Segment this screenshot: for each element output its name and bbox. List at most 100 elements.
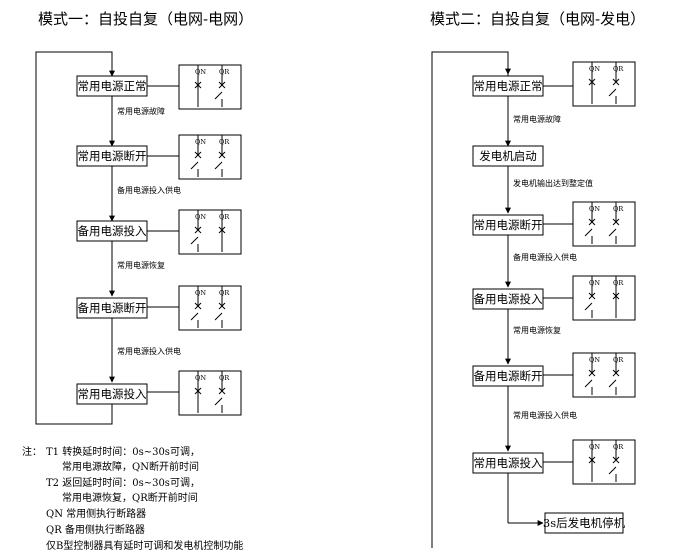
state-label: 常用电源正常 bbox=[78, 79, 147, 93]
switch-frame bbox=[572, 352, 636, 398]
qn-switch: QN bbox=[584, 202, 600, 244]
qr-switch: QR bbox=[608, 353, 624, 395]
state-box: 常用电源断开 bbox=[472, 214, 544, 236]
transition-label: 常用电源投入供电 bbox=[117, 346, 181, 356]
switch-panel: QN QR bbox=[572, 352, 636, 398]
switch-frame bbox=[178, 370, 242, 416]
state-label: 备用电源断开 bbox=[78, 301, 147, 315]
qn-switch: QN bbox=[190, 286, 206, 328]
state-box: 备用电源投入 bbox=[76, 220, 148, 242]
notes-block: 注： T1 转换延时时间：0s~30s可调， 常用电源故障，QN断开前时间 T2… bbox=[22, 445, 243, 552]
transition-label: 备用电源投入供电 bbox=[117, 185, 181, 195]
switch-frame bbox=[178, 64, 242, 110]
qn-label: QN bbox=[589, 443, 600, 451]
qr-switch: QR bbox=[608, 202, 624, 244]
switch-panel: QN QR bbox=[178, 370, 242, 416]
switch-panel: QN QR bbox=[572, 439, 636, 485]
switch-panel: QN QR bbox=[178, 134, 242, 180]
state-label: 备用电源投入 bbox=[474, 292, 543, 306]
qr-label: QR bbox=[613, 65, 624, 73]
switch-panel: QN QR bbox=[178, 285, 242, 331]
state-label: 备用电源投入 bbox=[78, 224, 147, 238]
stop-label: 3s后发电机停机 bbox=[543, 516, 626, 530]
qr-label: QR bbox=[613, 356, 624, 364]
switch-frame bbox=[178, 285, 242, 331]
state-box: 备用电源断开 bbox=[76, 297, 148, 319]
switch-panel: QN QR bbox=[178, 209, 242, 255]
qr-switch: QR bbox=[214, 65, 230, 107]
transition-label: 发电机输出达到整定值 bbox=[513, 178, 593, 188]
qn-switch: QN bbox=[584, 276, 600, 318]
state-box: 常用电源投入 bbox=[472, 452, 544, 474]
switch-frame bbox=[572, 201, 636, 247]
state-box: 常用电源正常 bbox=[76, 75, 148, 97]
note-line: QN 常用侧执行断路器 bbox=[46, 507, 146, 520]
switch-frame bbox=[572, 275, 636, 321]
mode-two-title: 模式二：自投自复（电网-发电） bbox=[430, 10, 645, 28]
qr-switch: QR bbox=[214, 371, 230, 413]
state-label: 常用电源投入 bbox=[474, 456, 543, 470]
qr-switch: QR bbox=[608, 62, 624, 104]
qr-label: QR bbox=[613, 205, 624, 213]
transition-label: 常用电源恢复 bbox=[117, 260, 165, 270]
qr-switch: QR bbox=[214, 286, 230, 328]
transition-label: 备用电源投入供电 bbox=[513, 252, 577, 262]
state-label: 发电机启动 bbox=[479, 149, 537, 163]
qn-label: QN bbox=[195, 68, 206, 76]
transition-label: 常用电源恢复 bbox=[513, 325, 561, 335]
state-label: 备用电源断开 bbox=[474, 369, 543, 383]
qn-label: QN bbox=[195, 138, 206, 146]
state-box: 备用电源断开 bbox=[472, 365, 544, 387]
generator-start-box: 发电机启动 bbox=[472, 145, 544, 167]
qn-switch: QN bbox=[584, 353, 600, 395]
state-box: 常用电源断开 bbox=[76, 145, 148, 167]
switch-frame bbox=[572, 439, 636, 485]
qr-switch: QR bbox=[218, 210, 230, 252]
mode-one-flow bbox=[35, 51, 179, 425]
note-line: QR 备用侧执行断路器 bbox=[46, 523, 145, 536]
state-label: 常用电源断开 bbox=[474, 218, 543, 232]
qn-label: QN bbox=[195, 213, 206, 221]
note-line: 仅B型控制器具有延时可调和发电机控制功能 bbox=[46, 539, 243, 552]
qn-label: QN bbox=[589, 205, 600, 213]
qr-label: QR bbox=[219, 289, 230, 297]
state-box: 常用电源投入 bbox=[76, 383, 148, 405]
transition-label: 常用电源故障 bbox=[117, 106, 165, 116]
state-label: 常用电源正常 bbox=[474, 79, 543, 93]
generator-stop-box: 3s后发电机停机 bbox=[543, 512, 626, 534]
qn-switch: QN bbox=[194, 65, 206, 107]
switch-panel: QN QR bbox=[572, 275, 636, 321]
mode-one-title: 模式一：自投自复（电网-电网） bbox=[38, 10, 253, 28]
qr-label: QR bbox=[219, 213, 230, 221]
qn-switch: QN bbox=[588, 62, 600, 104]
switch-panel: QN QR bbox=[572, 201, 636, 247]
note-line: 常用电源恢复，QR断开前时间 bbox=[62, 491, 198, 504]
qn-label: QN bbox=[589, 65, 600, 73]
transition-label: 常用电源投入供电 bbox=[513, 410, 577, 420]
note-line: T1 转换延时时间：0s~30s可调， bbox=[46, 445, 200, 458]
qr-label: QR bbox=[613, 279, 624, 287]
switch-panel: QN QR bbox=[572, 61, 636, 107]
qn-label: QN bbox=[195, 374, 206, 382]
qn-switch: QN bbox=[190, 210, 206, 252]
qr-label: QR bbox=[613, 443, 624, 451]
state-box: 备用电源投入 bbox=[472, 288, 544, 310]
qn-switch: QN bbox=[194, 371, 206, 413]
note-line: 常用电源故障，QN断开前时间 bbox=[62, 460, 199, 473]
qr-label: QR bbox=[219, 138, 230, 146]
qr-label: QR bbox=[219, 68, 230, 76]
notes-prefix: 注： bbox=[22, 445, 42, 458]
switch-panel: QN QR bbox=[178, 64, 242, 110]
qr-switch: QR bbox=[612, 276, 624, 318]
switch-frame bbox=[178, 134, 242, 180]
qn-label: QN bbox=[589, 279, 600, 287]
qn-switch: QN bbox=[588, 440, 600, 482]
state-box: 常用电源正常 bbox=[472, 75, 544, 97]
note-line: T2 返回延时时间：0s~30s可调， bbox=[46, 476, 200, 489]
state-label: 常用电源断开 bbox=[78, 149, 147, 163]
mode-two-flow bbox=[431, 51, 573, 548]
qr-label: QR bbox=[219, 374, 230, 382]
qr-switch: QR bbox=[214, 135, 230, 177]
qr-switch: QR bbox=[608, 440, 624, 482]
